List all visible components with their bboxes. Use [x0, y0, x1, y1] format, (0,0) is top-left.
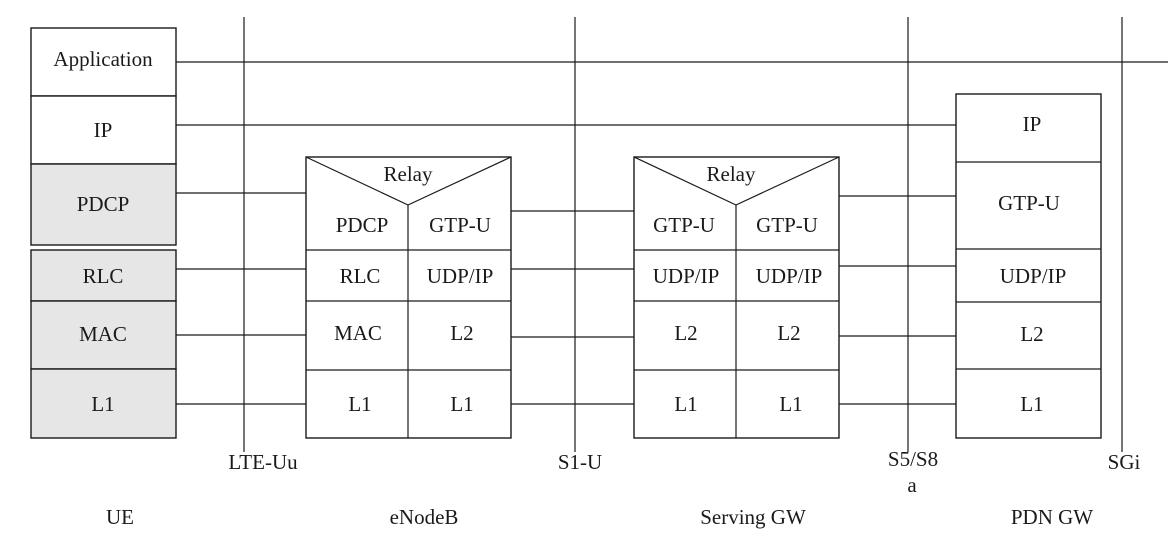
ue-application-layer	[30, 27, 177, 97]
ue-l1-layer	[30, 368, 177, 439]
sgi-label: SGi	[1108, 450, 1141, 474]
s1-u-label: S1-U	[558, 450, 602, 474]
enodeb-l1-left-label: L1	[348, 392, 371, 416]
enodeb-rlc-label: RLC	[340, 264, 381, 288]
sgw-gtpu-left-label: GTP-U	[653, 213, 715, 237]
serving-gw-stack: Relay GTP-U GTP-U UDP/IP UDP/IP L2 L2 L1…	[633, 156, 840, 439]
ue-pdcp-label: PDCP	[77, 192, 130, 216]
ue-mac-label: MAC	[79, 322, 127, 346]
enodeb-relay-left-diagonal	[305, 156, 409, 206]
serving-gw-node-label: Serving GW	[700, 505, 806, 529]
enodeb-l2-label: L2	[450, 321, 473, 345]
ue-pdcp-layer	[30, 163, 177, 246]
ue-stack: Application IP PDCP RLC MAC L1	[30, 27, 177, 439]
ue-l1-label: L1	[91, 392, 114, 416]
pdn-gw-stack: IP GTP-U UDP/IP L2 L1	[955, 93, 1102, 439]
enodeb-pdcp-label: PDCP	[336, 213, 389, 237]
sgw-l1-right-label: L1	[779, 392, 802, 416]
enodeb-stack: Relay PDCP GTP-U RLC UDP/IP MAC L2 L1 L1	[305, 156, 512, 439]
pgw-ip-label: IP	[1023, 112, 1042, 136]
ue-ip-layer	[30, 95, 177, 165]
enodeb-gtpu-label: GTP-U	[429, 213, 491, 237]
sgw-l2-right-label: L2	[777, 321, 800, 345]
sgw-udpip-right-label: UDP/IP	[756, 264, 823, 288]
s5-s8a-label-line1: S5/S8	[888, 447, 938, 471]
ue-node-label: UE	[106, 505, 134, 529]
lte-uu-label: LTE-Uu	[228, 450, 298, 474]
enodeb-l1-right-label: L1	[450, 392, 473, 416]
ue-application-label: Application	[53, 47, 153, 71]
sgw-relay-right-diagonal	[735, 156, 840, 206]
enodeb-relay-label: Relay	[384, 162, 433, 186]
sgw-relay-left-diagonal	[633, 156, 737, 206]
pdn-gw-node-label: PDN GW	[1011, 505, 1093, 529]
pgw-l2-label: L2	[1020, 322, 1043, 346]
ue-mac-layer	[30, 300, 177, 370]
enodeb-udpip-label: UDP/IP	[427, 264, 494, 288]
pgw-gtpu-label: GTP-U	[998, 191, 1060, 215]
ue-rlc-label: RLC	[83, 264, 124, 288]
sgw-l2-left-label: L2	[674, 321, 697, 345]
enodeb-node-label: eNodeB	[390, 505, 459, 529]
s5-s8a-label-line2: a	[907, 473, 917, 497]
sgw-udpip-left-label: UDP/IP	[653, 264, 720, 288]
enodeb-relay-right-diagonal	[407, 156, 512, 206]
enodeb-mac-label: MAC	[334, 321, 382, 345]
sgw-gtpu-right-label: GTP-U	[756, 213, 818, 237]
pgw-l1-label: L1	[1020, 392, 1043, 416]
sgw-relay-label: Relay	[707, 162, 756, 186]
sgw-l1-left-label: L1	[674, 392, 697, 416]
ue-ip-label: IP	[94, 118, 113, 142]
ue-rlc-layer	[30, 249, 177, 302]
pdn-gw-box	[955, 93, 1102, 439]
pgw-udpip-label: UDP/IP	[1000, 264, 1067, 288]
